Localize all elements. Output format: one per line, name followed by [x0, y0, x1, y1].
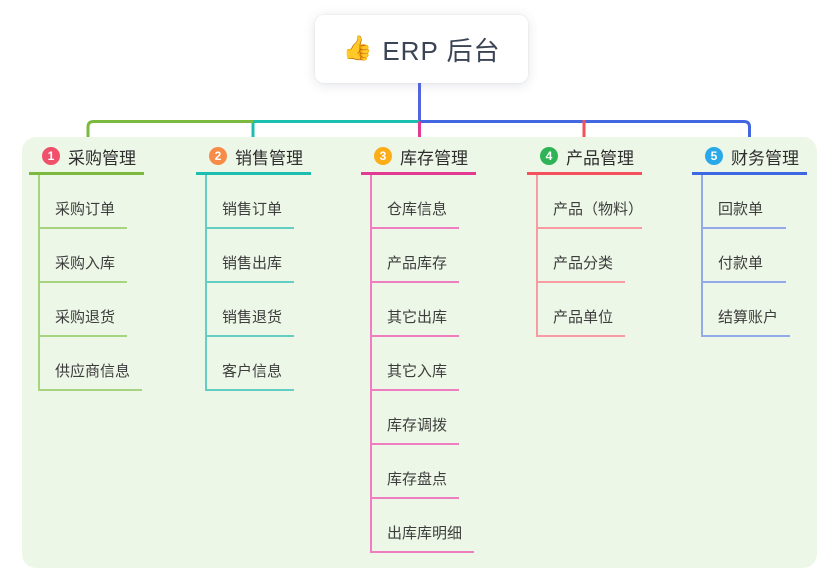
branch-title-5[interactable]: 5 财务管理 [692, 147, 807, 175]
child-node-row: 采购订单 [38, 175, 144, 229]
child-node[interactable]: 库存调拨 [370, 414, 460, 445]
branch-5: 5 财务管理 回款单付款单结算账户 [692, 147, 807, 337]
child-node[interactable]: 销售出库 [205, 252, 295, 283]
child-node[interactable]: 采购入库 [38, 252, 128, 283]
branch-title-label: 销售管理 [235, 148, 303, 168]
child-node-row: 回款单 [701, 175, 807, 229]
child-node-row: 销售订单 [205, 175, 311, 229]
child-node[interactable]: 采购订单 [38, 198, 128, 229]
child-node-row: 其它出库 [370, 283, 476, 337]
thumbs-up-icon: 👍 [342, 35, 373, 62]
child-node-row: 库存盘点 [370, 445, 476, 499]
branch-children-list: 销售订单销售出库销售退货客户信息 [205, 175, 311, 391]
child-node[interactable]: 采购退货 [38, 306, 128, 337]
child-node-row: 销售出库 [205, 229, 311, 283]
branch-number-badge: 1 [42, 147, 60, 165]
root-node-erp-backend[interactable]: 👍 ERP 后台 [315, 15, 528, 83]
branch-children-list: 产品（物料） 产品分类产品单位 [536, 175, 643, 337]
child-node[interactable]: 其它出库 [370, 306, 460, 337]
branch-1: 1 采购管理 采购订单采购入库采购退货供应商信息 [29, 147, 144, 391]
branch-title-label: 财务管理 [731, 148, 799, 168]
branch-children-list: 回款单付款单结算账户 [701, 175, 807, 337]
branch-title-label: 产品管理 [566, 148, 634, 168]
child-node-row: 供应商信息 [38, 337, 144, 391]
branch-4: 4 产品管理 产品（物料） 产品分类产品单位 [527, 147, 643, 337]
child-node[interactable]: 产品分类 [536, 252, 626, 283]
child-node-row: 产品（物料） [536, 175, 643, 229]
branch-2: 2 销售管理 销售订单销售出库销售退货客户信息 [196, 147, 311, 391]
child-node[interactable]: 库存盘点 [370, 468, 460, 499]
child-node-row: 仓库信息 [370, 175, 476, 229]
child-node-row: 出库库明细 [370, 499, 476, 553]
child-node[interactable]: 出库库明细 [370, 522, 475, 553]
child-node-row: 客户信息 [205, 337, 311, 391]
child-node-row: 产品单位 [536, 283, 642, 337]
child-node-row: 销售退货 [205, 283, 311, 337]
child-node[interactable]: 仓库信息 [370, 198, 460, 229]
branch-number-badge: 3 [374, 147, 392, 165]
branch-title-4[interactable]: 4 产品管理 [527, 147, 642, 175]
child-node-row: 产品库存 [370, 229, 476, 283]
child-node[interactable]: 客户信息 [205, 360, 295, 391]
branch-title-3[interactable]: 3 库存管理 [361, 147, 476, 175]
child-node[interactable]: 供应商信息 [38, 360, 143, 391]
child-node-row: 采购入库 [38, 229, 144, 283]
child-node[interactable]: 产品库存 [370, 252, 460, 283]
child-node[interactable]: 销售退货 [205, 306, 295, 337]
branch-number-badge: 2 [209, 147, 227, 165]
child-node-row: 库存调拨 [370, 391, 476, 445]
child-node-row: 其它入库 [370, 337, 476, 391]
child-node-row: 产品分类 [536, 229, 642, 283]
mindmap-panel: 1 采购管理 采购订单采购入库采购退货供应商信息 2 销售管理 销售订单销售出库… [22, 137, 817, 568]
root-node-label: ERP 后台 [382, 35, 501, 66]
branch-title-label: 库存管理 [400, 148, 468, 168]
child-node-row: 采购退货 [38, 283, 144, 337]
child-node-row: 结算账户 [701, 283, 807, 337]
branch-number-badge: 5 [705, 147, 723, 165]
branch-children-list: 仓库信息产品库存其它出库其它入库库存调拨库存盘点出库库明细 [370, 175, 476, 553]
child-node[interactable]: 产品单位 [536, 306, 626, 337]
child-node-row: 付款单 [701, 229, 807, 283]
child-node[interactable]: 产品（物料） [536, 198, 643, 229]
branch-number-badge: 4 [540, 147, 558, 165]
child-node[interactable]: 结算账户 [701, 306, 791, 337]
child-node[interactable]: 付款单 [701, 252, 786, 283]
branch-title-label: 采购管理 [68, 148, 136, 168]
child-node[interactable]: 回款单 [701, 198, 786, 229]
branch-children-list: 采购订单采购入库采购退货供应商信息 [38, 175, 144, 391]
child-node[interactable]: 销售订单 [205, 198, 295, 229]
branch-title-1[interactable]: 1 采购管理 [29, 147, 144, 175]
branch-title-2[interactable]: 2 销售管理 [196, 147, 311, 175]
branch-3: 3 库存管理 仓库信息产品库存其它出库其它入库库存调拨库存盘点出库库明细 [361, 147, 476, 553]
child-node[interactable]: 其它入库 [370, 360, 460, 391]
